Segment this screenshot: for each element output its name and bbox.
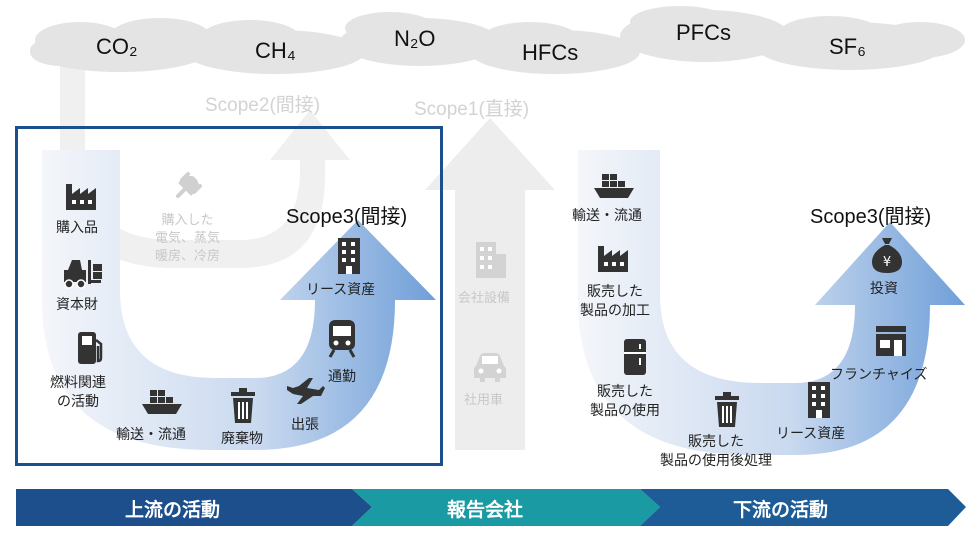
factory-icon — [66, 184, 96, 210]
cloud-band — [30, 6, 965, 74]
upstream-transport: 輸送・流通 — [116, 427, 186, 443]
downstream-transport: 輸送・流通 — [572, 208, 642, 224]
scope1-arrow — [425, 118, 555, 450]
bar-downstream-shape — [640, 489, 966, 526]
downstream-processing: 販売した 製品の加工 — [580, 284, 650, 319]
gas-hfcs: HFCs — [522, 40, 579, 65]
downstream-leased-assets: リース資産 — [776, 426, 846, 442]
scope1-facilities: 会社設備 — [458, 291, 511, 306]
plug-icon — [176, 172, 202, 198]
svg-text:¥: ¥ — [883, 255, 891, 270]
scope1-title: Scope1(直接) — [414, 99, 530, 120]
scope2-title: Scope2(間接) — [205, 95, 321, 116]
scope1-company-car: 社用車 — [464, 393, 504, 408]
storefront-icon — [876, 326, 906, 356]
scope3-downstream-title: Scope3(間接) — [810, 206, 932, 228]
trash-can-icon — [231, 388, 255, 423]
gas-pfcs: PFCs — [676, 20, 731, 45]
factory-icon — [598, 246, 628, 272]
downstream-franchise: フランチャイズ — [830, 367, 928, 383]
bar-reporting-label: 報告会社 — [447, 499, 524, 521]
scope3-upstream-title: Scope3(間接) — [286, 206, 408, 228]
upstream-purchased-goods: 購入品 — [56, 220, 98, 236]
airplane-icon — [287, 378, 325, 404]
gas-n2o: N₂O — [394, 26, 436, 51]
bar-upstream-label: 上流の活動 — [125, 499, 221, 521]
downstream-u-arrow — [578, 150, 965, 455]
downstream-end-of-life: 販売した 製品の使用後処理 — [660, 434, 772, 469]
upstream-frame — [15, 126, 443, 466]
upstream-capital-goods: 資本財 — [56, 297, 98, 313]
downstream-investment: 投資 — [870, 281, 898, 297]
office-building-icon — [338, 238, 360, 274]
upstream-u-arrow — [42, 150, 436, 450]
cargo-ship-icon — [594, 174, 634, 198]
upstream-business-travel: 出張 — [291, 417, 319, 433]
office-building-icon — [808, 382, 830, 418]
upstream-leased-assets: リース資産 — [306, 282, 376, 298]
cargo-ship-icon — [142, 390, 182, 414]
downstream-use: 販売した 製品の使用 — [590, 384, 660, 419]
gas-co2: CO₂ — [96, 34, 138, 59]
bar-downstream-label: 下流の活動 — [733, 499, 829, 521]
gas-sf6: SF₆ — [829, 34, 866, 59]
fuel-pump-icon — [78, 332, 103, 364]
car-icon — [474, 353, 506, 382]
upstream-commuting: 通勤 — [328, 369, 356, 385]
train-icon — [328, 320, 356, 358]
bar-reporting-shape — [352, 489, 660, 526]
bar-upstream-shape — [16, 489, 372, 526]
gas-ch4: CH₄ — [255, 38, 296, 63]
forklift-icon — [64, 260, 102, 289]
scope2-purchased-energy: 購入した 電気、蒸気 暖房、冷房 — [155, 213, 221, 264]
trash-can-icon — [715, 392, 739, 427]
office-building-icon — [476, 242, 506, 278]
money-bag-icon: ¥ — [872, 238, 902, 273]
upstream-fuel-related: 燃料関連 の活動 — [50, 375, 106, 410]
refrigerator-icon — [624, 339, 646, 375]
upstream-waste: 廃棄物 — [221, 431, 263, 447]
